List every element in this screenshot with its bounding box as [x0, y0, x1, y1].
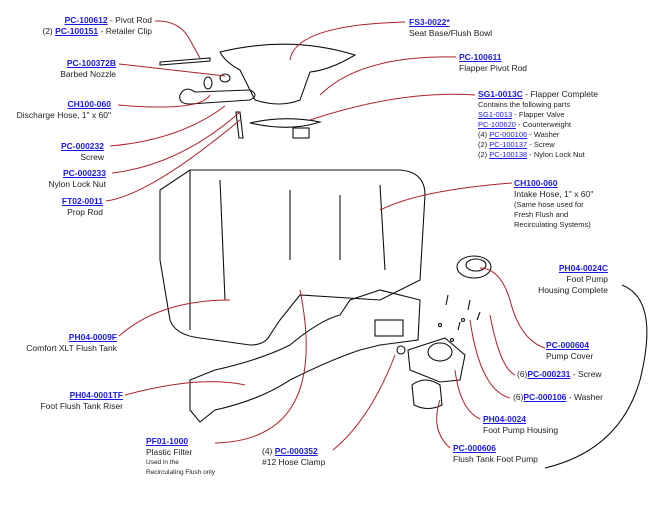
counterweight-drawing: [292, 127, 310, 139]
sub-part: (4) PC-000106 - Washer: [478, 130, 560, 139]
note: Fresh Flush and: [514, 210, 569, 219]
part-link[interactable]: CH100-060: [67, 99, 111, 109]
callout-pivot-rod: PC-100612 - Pivot Rod (2) PC-100151 - Re…: [42, 15, 152, 37]
prop-rod-drawing: [235, 111, 244, 139]
flush-bowl-drawing: [219, 43, 357, 105]
part-link[interactable]: PC-000606: [453, 443, 497, 453]
qty: (2): [42, 26, 56, 36]
part-link[interactable]: PC-000106: [523, 392, 567, 402]
callout-pump-screw: (6)PC-000231 - Screw: [517, 369, 602, 379]
barbed-nozzle-drawing: [219, 73, 231, 83]
part-link[interactable]: PH04-0024C: [558, 263, 608, 273]
pump-housing-drawing: [407, 337, 466, 383]
part-link[interactable]: PC-000106: [489, 130, 528, 139]
part-desc: Screw: [80, 152, 104, 162]
part-link[interactable]: FT02-0011: [61, 196, 103, 206]
part-desc: Flush Tank Foot Pump: [453, 454, 538, 464]
part-link[interactable]: PC-000233: [62, 168, 106, 178]
discharge-hose-drawing: [179, 88, 256, 105]
part-desc: Foot Flush Tank Riser: [40, 401, 123, 411]
part-desc: Pump Cover: [546, 351, 594, 361]
part-link[interactable]: SG1-0013: [478, 110, 513, 119]
part-link[interactable]: SG1-0013C: [478, 89, 523, 99]
note: Recirculating Systems): [514, 220, 591, 229]
note: Used in the: [146, 459, 179, 466]
part-desc: Foot Pump: [566, 274, 608, 284]
flush-tank-drawing: [159, 169, 426, 346]
leader-lines: [105, 20, 546, 451]
part-desc: #12 Hose Clamp: [262, 457, 326, 467]
line-art: [159, 43, 648, 469]
foot-pump-drawing: [411, 379, 443, 410]
part-link[interactable]: PC-100611: [459, 52, 502, 62]
part-desc: Housing Complete: [538, 285, 608, 295]
contains-note: Contains the following parts: [478, 100, 571, 109]
part-desc: - Flapper Complete: [522, 89, 599, 99]
callout-flapper: SG1-0013C - Flapper Complete Contains th…: [478, 89, 598, 160]
sub-part: PC-100620 - Counterweight: [478, 120, 571, 129]
pump-cover-drawing: [456, 255, 492, 279]
part-link[interactable]: PC-100372B: [66, 58, 116, 68]
part-link[interactable]: FS3-0022*: [409, 17, 450, 27]
part-desc: Flapper Pivot Rod: [459, 63, 528, 73]
pivot-rod-drawing: [159, 57, 211, 66]
part-desc: Discharge Hose, 1" x 60": [16, 110, 111, 120]
callout-hose-clamp: (4) PC-000352#12 Hose Clamp: [262, 446, 326, 467]
part-link[interactable]: PC-100620: [478, 120, 516, 129]
part-link[interactable]: PH04-0001TF: [69, 390, 123, 400]
part-desc: Intake Hose, 1" x 60": [514, 189, 594, 199]
part-link[interactable]: PH04-0024: [483, 414, 527, 424]
part-link[interactable]: PH04-0009F: [68, 332, 117, 342]
part-link[interactable]: PC-100151: [55, 26, 99, 36]
note: Recirculating Flush only: [146, 469, 216, 476]
part-desc: - Retailer Clip: [98, 26, 153, 36]
part-link[interactable]: PC-000604: [546, 340, 590, 350]
part-desc: Comfort XLT Flush Tank: [26, 343, 117, 353]
sub-part: (2) PC-100137 - Screw: [478, 140, 555, 149]
part-link[interactable]: PC-000232: [60, 141, 104, 151]
part-desc: Foot Pump Housing: [483, 425, 559, 435]
part-desc: Plastic Filter: [146, 447, 193, 457]
note: (Same hose used for: [514, 200, 584, 209]
part-link[interactable]: PC-000352: [274, 446, 318, 456]
riser-drawing: [189, 289, 421, 423]
part-link[interactable]: PC-100137: [489, 140, 528, 149]
hose-clamp-drawing: [396, 345, 406, 355]
part-link[interactable]: PC-000231: [527, 369, 571, 379]
part-desc: Nylon Lock Nut: [48, 179, 106, 189]
part-link[interactable]: CH100-060: [514, 178, 558, 188]
callout-seat-base: FS3-0022*Seat Base/Flush Bowl: [409, 17, 492, 39]
callout-pump-washer: (6)PC-000106 - Washer: [513, 392, 603, 402]
sub-part: SG1-0013 - Flapper Valve: [478, 110, 565, 119]
part-link[interactable]: PC-100138: [489, 150, 528, 159]
sub-part: (2) PC-100138 - Nylon Lock Nut: [478, 150, 585, 159]
part-link[interactable]: PC-100612: [64, 15, 108, 25]
part-desc: Prop Rod: [67, 207, 103, 217]
flapper-drawing: [249, 118, 323, 128]
part-desc: Barbed Nozzle: [60, 69, 116, 79]
part-desc: - Pivot Rod: [107, 15, 152, 25]
bracket-curve: [544, 284, 648, 469]
screws-drawing: [445, 294, 481, 331]
part-link[interactable]: PF01-1000: [146, 436, 189, 446]
part-desc: Seat Base/Flush Bowl: [409, 28, 493, 38]
